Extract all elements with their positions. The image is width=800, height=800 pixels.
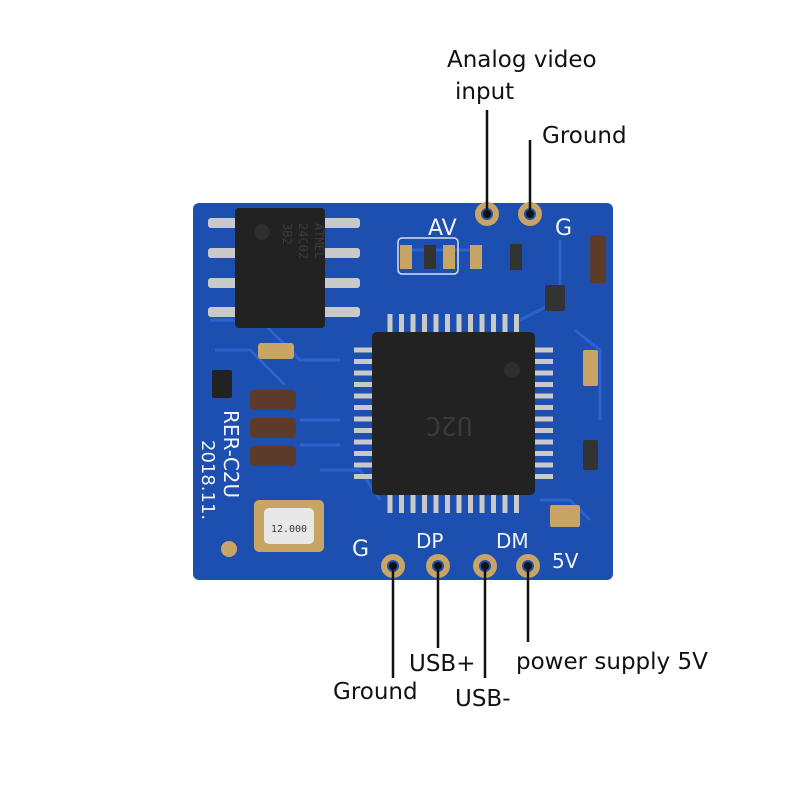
crystal-oscillator: 12.000 [254,500,324,552]
qfp-pin [354,382,372,387]
callout-analog-video: Analog video [447,47,597,73]
pin-label-g-bottom: G [352,537,369,562]
callout-usb-plus: USB+ [409,651,476,677]
qfp-pin [354,462,372,468]
qfp-pin [422,314,427,332]
qfp-pin [535,347,553,353]
qfp-pin [354,347,372,353]
callout-lines [391,110,532,678]
silkscreen: AV G G DP DM 5V RER-C2U 2018.11. [197,216,579,573]
eeprom-chip: ATMEL 24C02 3B2 [208,208,360,328]
qfp-pin [502,314,508,332]
qfp-pin [514,314,519,332]
smd-components [212,235,606,557]
pin-label-av: AV [428,216,457,241]
qfp-pin [445,495,450,513]
crystal-freq: 12.000 [271,524,307,535]
qfp-pin [468,314,473,332]
pin-label-g-top: G [555,216,572,241]
main-chip-pins [354,314,553,513]
qfp-pin [535,416,553,422]
qfp-pin [535,370,553,376]
qfp-pin [479,495,485,513]
qfp-pin [535,451,553,456]
qfp-pin [354,405,372,410]
qfp-pin [535,393,553,399]
board-model: RER-C2U [219,410,243,498]
pin-label-5v: 5V [552,549,579,573]
pin-label-dp: DP [416,529,443,553]
qfp-pin [354,370,372,376]
eeprom-mark-3: 3B2 [280,223,294,245]
qfp-pin [387,495,393,513]
qfp-pin [535,405,553,410]
qfp-pin [399,495,404,513]
pin-label-dm: DM [496,529,529,553]
callout-ground-bottom: Ground [333,679,418,705]
eeprom-mark-2: 24C02 [296,223,310,259]
eeprom-mark-1: ATMEL [312,223,326,259]
qfp-pin [422,495,427,513]
qfp-pin [354,474,372,479]
qfp-pin [387,314,393,332]
qfp-pin [535,462,553,468]
qfp-pin [456,495,462,513]
board-date: 2018.11. [197,440,218,520]
qfp-pin [433,495,439,513]
qfp-pin [535,439,553,445]
main-chip-mark: U2C [426,410,473,440]
qfp-pin [354,393,372,399]
qfp-pin [468,495,473,513]
callout-usb-minus: USB- [455,686,511,712]
qfp-pin [354,451,372,456]
qfp-pin [535,428,553,433]
qfp-pin [491,314,496,332]
qfp-pin [514,495,519,513]
qfp-pin [433,314,439,332]
qfp-pin [399,314,404,332]
qfp-pin [354,428,372,433]
qfp-pin [479,314,485,332]
qfp-pin [410,314,416,332]
qfp-pin [535,359,553,364]
qfp-pin [354,439,372,445]
qfp-pin [535,474,553,479]
callout-power-supply: power supply 5V [516,649,708,675]
qfp-pin [502,495,508,513]
qfp-pin [491,495,496,513]
qfp-pin [535,382,553,387]
main-chip: U2C [354,314,553,513]
qfp-pin [354,359,372,364]
qfp-pin [456,314,462,332]
qfp-pin [445,314,450,332]
qfp-pin [354,416,372,422]
callout-ground-top: Ground [542,123,627,149]
callout-analog-video-line2: input [455,79,515,105]
qfp-pin [410,495,416,513]
